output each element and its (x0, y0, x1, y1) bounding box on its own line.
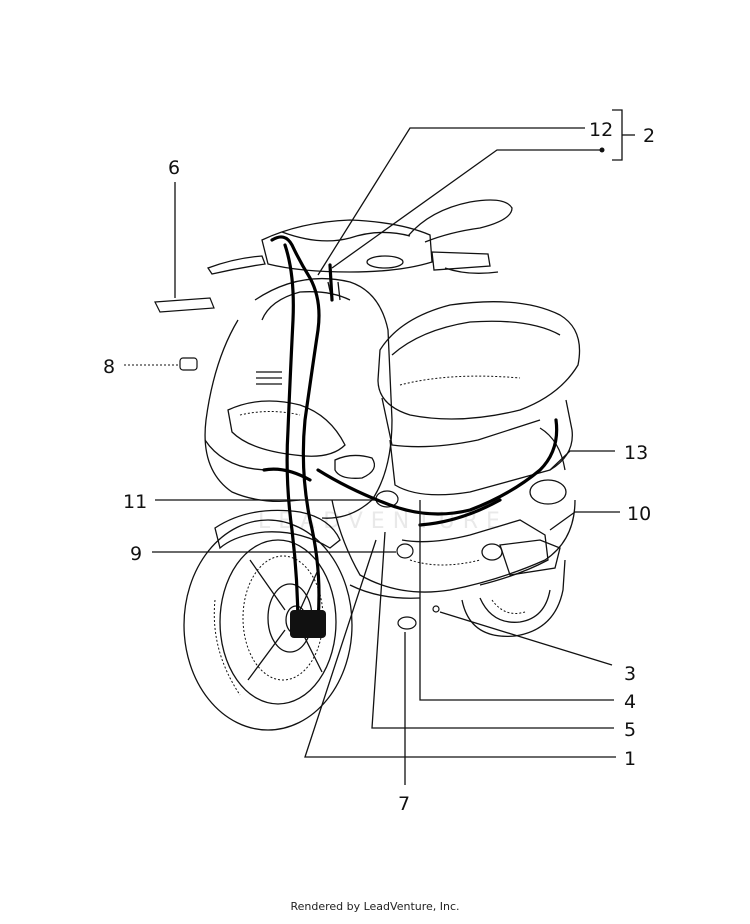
callout-1: 1 (624, 748, 636, 770)
part-7-grommet (397, 616, 417, 630)
body-engine (331, 399, 576, 599)
callout-3: 3 (624, 663, 636, 685)
leader-3 (439, 611, 613, 666)
wiring-harness (262, 235, 559, 638)
part-3-screw (432, 605, 440, 613)
leader-1 (304, 539, 616, 758)
leader-12 (317, 127, 585, 276)
part-8-clip (179, 357, 198, 371)
leader-13 (549, 450, 615, 471)
handlebar (207, 199, 513, 301)
leader-12b (331, 149, 602, 269)
part-6-connector (154, 297, 215, 313)
callout-9: 9 (130, 543, 142, 565)
callout-labels: 12 2 6 8 11 9 13 10 3 4 5 1 7 (103, 119, 655, 815)
bracket-2 (612, 109, 623, 161)
callout-7: 7 (398, 793, 410, 815)
rear-wheel (461, 559, 566, 637)
callout-5: 5 (624, 719, 636, 741)
callout-8: 8 (103, 356, 115, 378)
callout-11: 11 (123, 491, 147, 513)
scooter-illustration (154, 199, 581, 731)
callout-6: 6 (168, 157, 180, 179)
leader-10 (549, 511, 620, 531)
callout-13: 13 (624, 442, 648, 464)
callout-10: 10 (627, 503, 651, 525)
callout-2: 2 (643, 125, 655, 147)
render-credit: Rendered by LeadVenture, Inc. (290, 900, 460, 913)
leader-5 (371, 531, 614, 729)
leader-4 (419, 500, 614, 701)
callout-4: 4 (624, 691, 636, 713)
leader-lines (124, 109, 635, 785)
part-9-grommet (396, 543, 414, 559)
callout-12: 12 (589, 119, 613, 141)
seat (377, 301, 581, 448)
